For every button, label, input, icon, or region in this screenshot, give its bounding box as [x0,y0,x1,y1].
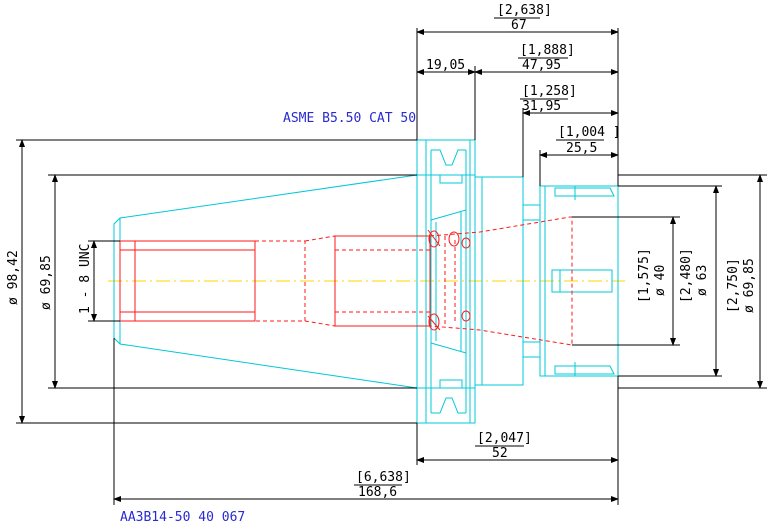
dim-taper-diameter: ø 69,85 [39,255,54,310]
part-number-label: AA3B14-50 40 067 [120,510,245,523]
dim-d63-in: [2,480] [679,248,694,303]
dim-nut2-in: [1,004 ] [558,125,621,140]
dim-thread: 1 - 8 UNC [78,244,93,314]
dim-d63-mm: ø 63 [695,265,710,296]
dim-flange: 19,05 [426,58,465,73]
dim-total-mm: 168,6 [358,485,397,500]
dim-nut1-mm: 31,95 [522,99,561,114]
dim-d6985-mm: ø 69,85 [742,258,757,313]
standard-label: ASME B5.50 CAT 50 [283,111,416,126]
dim-nose-mm: 47,95 [522,58,561,73]
dim-b52-in: [2,047] [477,431,532,446]
dim-body-diameter: ø 98,42 [6,250,21,305]
dim-top-in: [2,638] [497,3,552,18]
dim-b52-mm: 52 [492,446,508,461]
dim-nut1-in: [1,258] [522,84,577,99]
dimension-lines [16,17,767,505]
dim-d40-mm: ø 40 [653,265,668,296]
dim-nose-in: [1,888] [520,43,575,58]
dim-nut2-mm: 25,5 [566,141,597,156]
dim-d6985-in: [2,750] [726,258,741,313]
dim-total-in: [6,638] [356,470,411,485]
dim-top-mm: 67 [511,18,527,33]
holder-outline [113,139,619,424]
dim-d40-in: [1,575] [637,248,652,303]
